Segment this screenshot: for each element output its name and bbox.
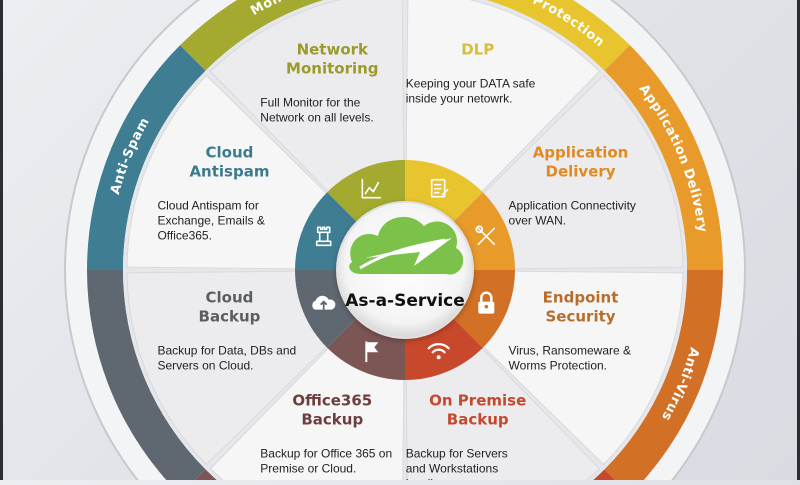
segment-title: Backup — [447, 411, 509, 429]
left-border — [0, 0, 3, 480]
line-chart-icon — [361, 178, 382, 199]
padlock-icon — [478, 291, 495, 314]
ring-band-cloud-antispam — [87, 45, 206, 270]
segment-description: Office365. — [157, 228, 211, 242]
segment-description: Keeping your DATA safe — [406, 76, 536, 90]
segment-title: Network — [297, 40, 369, 58]
inner-ring-on-premise-backup — [405, 316, 483, 380]
segment-title: On Premise — [429, 392, 526, 410]
rook-icon — [315, 226, 332, 247]
flag-icon — [365, 341, 379, 363]
cloud-logo-icon — [349, 216, 464, 275]
segment-title: Application — [533, 143, 629, 161]
segment-description: and Workstations — [406, 462, 499, 476]
segment-description: Worms Protection. — [509, 359, 607, 373]
inner-ring-app-delivery — [451, 192, 515, 270]
segment-description: Backup for Office 365 on — [260, 447, 392, 461]
segment-icons — [312, 178, 496, 363]
wifi-icon — [427, 343, 450, 360]
segment-description: Virus, Ransomeware & — [509, 344, 632, 358]
ring-band-app-delivery — [604, 45, 723, 270]
segment-title: Security — [546, 308, 616, 326]
segment-plates — [126, 0, 684, 485]
segment-title: Cloud — [206, 143, 254, 161]
segment-title: Delivery — [546, 162, 616, 180]
segment-description: inside your netowrk. — [406, 91, 513, 105]
segment-description: over WAN. — [509, 213, 567, 227]
ring-band-endpoint-security — [604, 270, 723, 485]
center-label: As-a-Service — [345, 291, 465, 311]
checklist-icon — [430, 178, 449, 198]
ring-band-cloud-backup — [87, 270, 206, 485]
segment-description: Servers on Cloud. — [157, 359, 253, 373]
cloud-upload-icon — [312, 295, 336, 310]
segment-title: Office365 — [292, 392, 372, 410]
ring-band-network-monitoring — [180, 0, 324, 71]
segment-title: Endpoint — [543, 289, 619, 307]
segment-description: Network on all levels. — [260, 110, 373, 124]
right-border — [797, 0, 800, 480]
segment-title: Backup — [199, 308, 261, 326]
tools-icon — [475, 225, 496, 246]
segment-description: locallay. — [406, 477, 448, 480]
segment-description: Backup for Servers — [406, 447, 508, 461]
segment-description: Premise or Cloud. — [260, 462, 356, 476]
segment-description: Full Monitor for the — [260, 95, 360, 109]
segment-description: Cloud Antispam for — [157, 198, 258, 212]
segment-title: Cloud — [206, 289, 254, 307]
segment-description: Exchange, Emails & — [157, 213, 264, 227]
segment-title: Backup — [301, 411, 363, 429]
segment-description: Backup for Data, DBs and — [157, 344, 296, 358]
inner-ring-cloud-antispam — [295, 192, 359, 270]
segment-title: Antispam — [189, 162, 269, 180]
segment-description: Application Connectivity — [509, 198, 636, 212]
segment-title: Monitoring — [286, 59, 378, 77]
segment-title: DLP — [461, 40, 494, 58]
ring-band-dlp — [486, 0, 630, 71]
